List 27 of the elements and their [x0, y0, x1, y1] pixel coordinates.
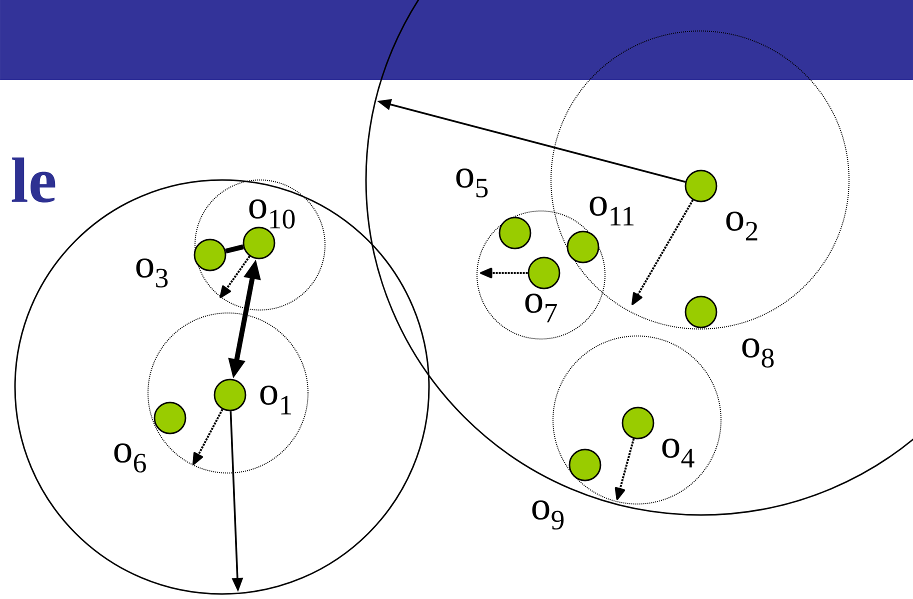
point-dot: [566, 230, 600, 264]
point-dot: [498, 216, 532, 250]
point-label: o$_{7}$: [525, 294, 557, 322]
arrow: [220, 256, 250, 298]
point-label: o$_{5}$: [456, 168, 488, 198]
arrow: [614, 438, 635, 500]
point-label: o$_{1}$: [260, 386, 292, 414]
point-dot: [684, 296, 718, 328]
slide-title: le: [12, 157, 56, 202]
point-label: o$_{9}$: [532, 500, 564, 530]
point-label: o$_{6}$: [114, 443, 146, 473]
point-label: o$_{4}$: [662, 438, 694, 468]
point-dot: [684, 170, 718, 202]
point-label: o$_{11}$: [590, 196, 634, 226]
point-label: o$_{10}$: [249, 199, 295, 229]
arrow: [192, 408, 224, 466]
point-label: o$_{3}$: [136, 258, 168, 288]
point-label: o$_{8}$: [742, 338, 774, 368]
arrow: [632, 200, 694, 306]
point-dot: [214, 378, 246, 412]
point-dot: [194, 238, 226, 272]
point-dot: [622, 406, 654, 440]
point-dot: [154, 402, 186, 434]
arrow: [480, 268, 528, 278]
point-label: o$_{2}$: [726, 212, 758, 240]
point-dot: [528, 256, 560, 290]
point-dot: [568, 448, 602, 482]
